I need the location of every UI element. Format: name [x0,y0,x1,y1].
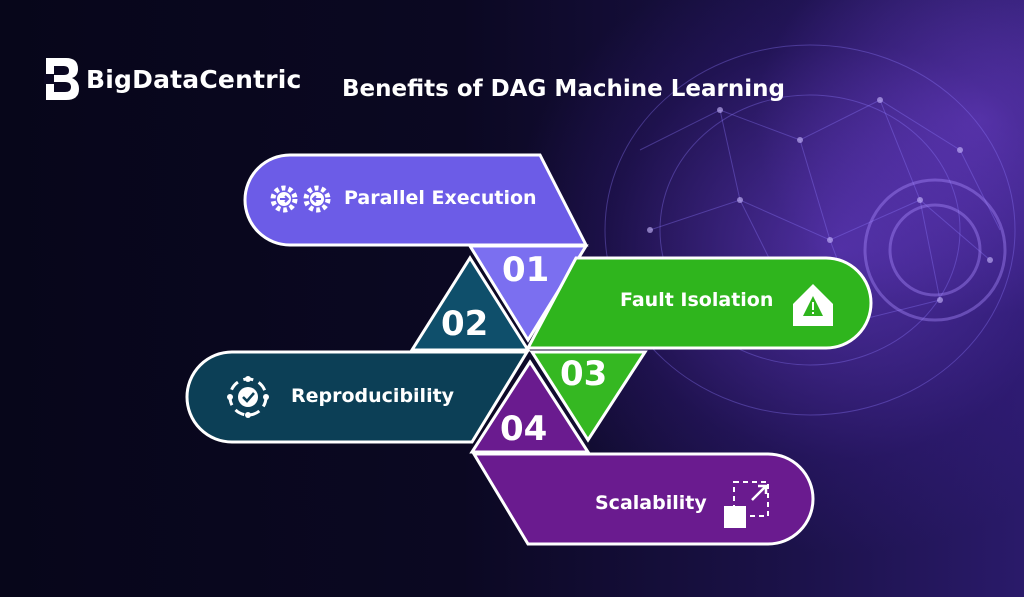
number-01: 01 [502,250,550,290]
card-fault-isolation [525,256,873,350]
card-parallel-execution [243,153,589,247]
warning-house-icon [793,284,833,326]
card-reproducibility [185,350,530,444]
brand-name: BigDataCentric [86,64,302,94]
cycle-check-icon [227,376,269,418]
triangle-04 [469,359,591,454]
number-03: 03 [560,354,608,394]
label-reproducibility: Reproducibility [291,385,455,407]
triangle-03 [529,350,648,443]
expand-icon [724,481,769,528]
page-title: Benefits of DAG Machine Learning [342,76,785,102]
label-parallel-execution: Parallel Execution [344,187,537,209]
logo-mark-icon [44,58,79,100]
brand-logo: BigDataCentric [42,56,302,102]
label-scalability: Scalability [595,492,707,514]
gears-icon [270,185,331,213]
number-02: 02 [441,304,489,344]
number-04: 04 [500,409,548,449]
label-fault-isolation: Fault Isolation [620,289,774,311]
triangle-02 [409,255,531,352]
